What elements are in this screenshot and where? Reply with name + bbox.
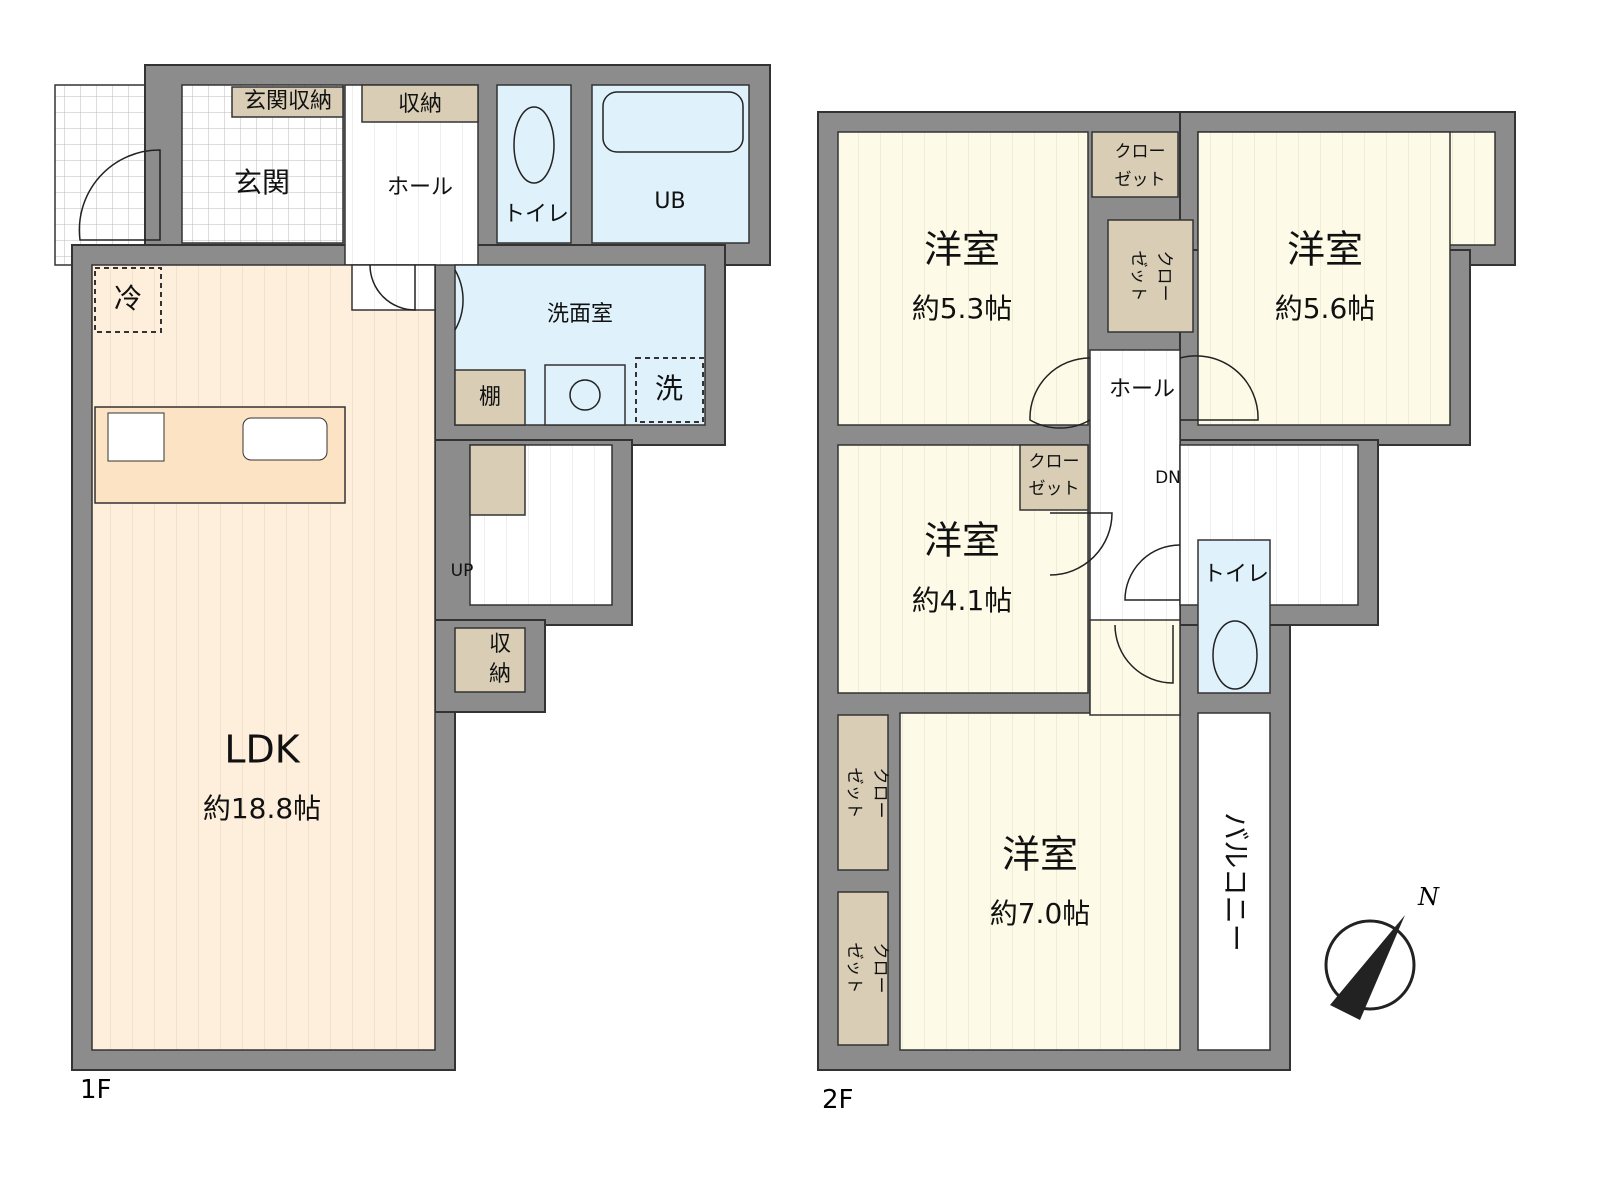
western-room-a-size: 約5.3帖 [912, 292, 1013, 325]
bathtub-icon [602, 91, 744, 153]
room-d-door[interactable] [1114, 624, 1174, 684]
dn-label: DN [1155, 468, 1181, 488]
western-room-d [899, 712, 1181, 1051]
genkan-label: 玄関 [234, 166, 290, 199]
fridge-label: 冷 [114, 282, 142, 315]
closet-d2-label-1: クロー [870, 943, 890, 994]
toilet-2f-door[interactable] [1124, 544, 1181, 601]
western-room-c-size: 約4.1帖 [912, 584, 1013, 617]
toilet-1f [496, 84, 572, 244]
western-room-c-label: 洋室 [924, 519, 1000, 563]
closet-a-label-1: クロー [1115, 142, 1166, 162]
closet-d2 [837, 891, 889, 1046]
toilet-2f-icon [1212, 620, 1258, 690]
compass-needle-icon [1330, 915, 1405, 1020]
hall-2f-label: ホール [1109, 377, 1175, 402]
floor-2: 洋室 約5.3帖 クロー ゼット 洋室 約5.6帖 ゼット クロー ホール DN… [817, 111, 1516, 1115]
bath-label: UB [654, 189, 685, 214]
balcony [1197, 712, 1271, 1051]
up-label: UP [451, 561, 474, 581]
storage-small-label-2: 納 [489, 662, 511, 687]
western-room-a-label: 洋室 [924, 228, 1000, 272]
genkan-storage-label: 玄関収納 [244, 89, 332, 114]
western-room-b-size: 約5.6帖 [1275, 292, 1376, 325]
ldk-label: LDK [224, 728, 300, 772]
room-c-door[interactable] [1049, 512, 1113, 576]
room-b-door[interactable] [1179, 355, 1259, 421]
compass: N [1324, 883, 1440, 1020]
storage-top [361, 84, 479, 123]
ldk-size: 約18.8帖 [203, 792, 321, 825]
floor-1-label: 1F [80, 1075, 112, 1105]
washroom-door[interactable] [454, 269, 464, 331]
toilet-2f-label: トイレ [1203, 562, 1269, 587]
storage-small [454, 627, 526, 693]
sink [544, 364, 626, 426]
kitchen-sink-icon [242, 417, 328, 461]
genkan-storage [231, 86, 344, 118]
closet-d2-label-2: ゼット [844, 943, 864, 994]
compass-ring [1324, 919, 1416, 1011]
ldk [91, 264, 436, 1051]
washer-label: 洗 [655, 372, 683, 405]
room-a-door[interactable] [1029, 357, 1091, 429]
entrance-door[interactable] [78, 149, 161, 241]
fridge-space [94, 267, 162, 333]
shelf [454, 369, 526, 426]
sink-icon [569, 379, 601, 411]
under-stair-storage [469, 444, 526, 516]
western-room-d-entry [1089, 619, 1181, 716]
washer-space [635, 357, 704, 423]
closet-a [1091, 131, 1179, 198]
western-room-d-size: 約7.0帖 [990, 897, 1091, 930]
bath [591, 84, 750, 244]
stove-icon [107, 412, 165, 462]
closet-c [1019, 444, 1089, 511]
western-room-b-label: 洋室 [1287, 228, 1363, 272]
closet-c-label-2: ゼット [1029, 479, 1080, 499]
toilet-1f-label: トイレ [503, 202, 569, 227]
western-room-d-label: 洋室 [1002, 833, 1078, 877]
closet-c-label-1: クロー [1029, 452, 1080, 472]
storage-top-label: 収納 [398, 92, 442, 117]
ldk-door[interactable] [369, 264, 416, 311]
shelf-label: 棚 [479, 385, 501, 410]
toilet-icon [513, 106, 555, 184]
closet-d1-label-1: クロー [870, 768, 890, 819]
closet-d1 [837, 714, 889, 871]
closet-d1-label-2: ゼット [844, 768, 864, 819]
closet-b-label-2: ゼット [1128, 251, 1148, 302]
western-room-a [837, 131, 1089, 426]
hall-1f-label: ホール [387, 175, 453, 200]
closet-a-label-2: ゼット [1115, 170, 1166, 190]
western-room-b [1197, 131, 1451, 426]
floor-2-label: 2F [822, 1085, 854, 1115]
washroom-label: 洗面室 [547, 302, 613, 327]
storage-small-label-1: 収 [489, 632, 511, 657]
compass-north-label: N [1417, 883, 1440, 911]
closet-b-label-1: クロー [1154, 251, 1174, 302]
toilet-2f [1197, 539, 1271, 694]
closet-b [1107, 219, 1194, 333]
floor-1: 玄関収納 玄関 収納 ホール トイレ UB 洗面室 棚 洗 冷 LDK 約18.… [54, 64, 771, 1105]
hall-passage [351, 264, 436, 311]
balcony-label: バルコニー [1219, 812, 1252, 951]
